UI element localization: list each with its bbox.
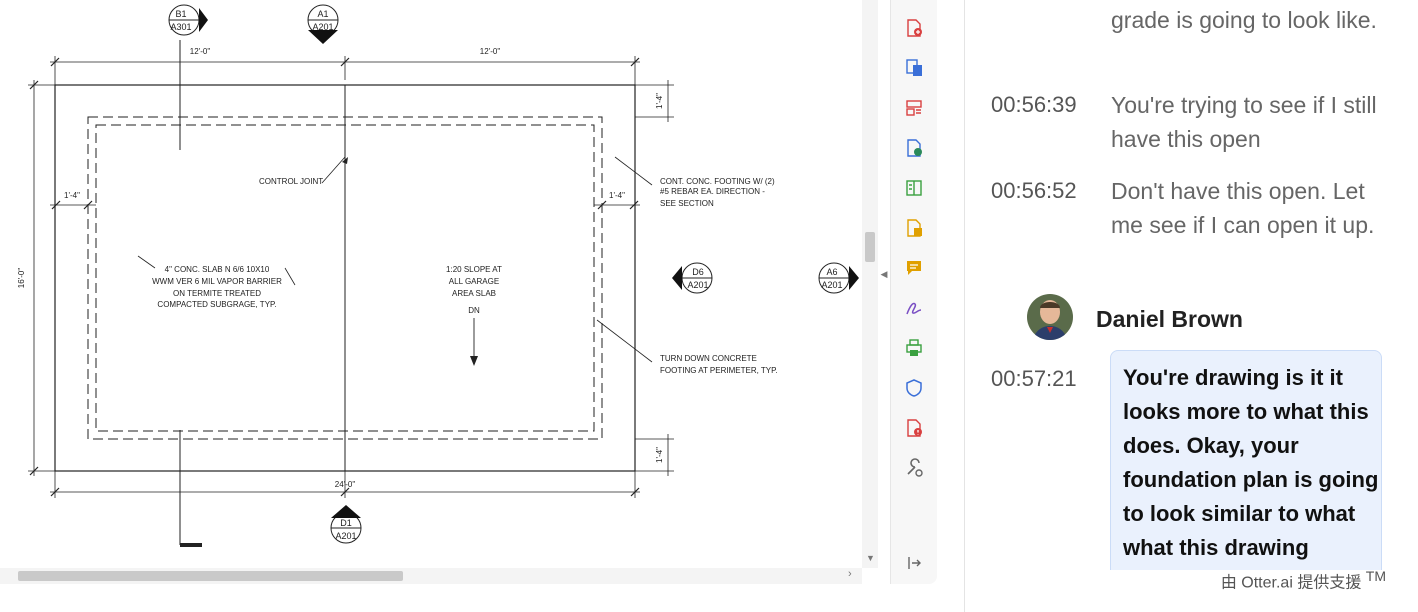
comment-icon[interactable] [904, 258, 924, 278]
more-tools-icon[interactable] [904, 458, 924, 478]
note-slab-line-3: ON TERMITE TREATED [173, 289, 261, 298]
timestamp[interactable]: 00:57:21 [991, 366, 1077, 391]
transcript-panel: grade is going to look like. 00:56:39 Yo… [965, 0, 1418, 570]
trademark-mark: TM [1365, 568, 1386, 584]
powered-by-otter[interactable]: 由 Otter.ai 提供支援 TM [1221, 568, 1386, 592]
speaker-name[interactable]: Daniel Brown [1096, 306, 1243, 332]
edit-pdf-icon[interactable] [904, 218, 924, 238]
scroll-right-icon[interactable]: › [848, 568, 852, 580]
panel-divider [964, 0, 965, 612]
marker-d6-top: D6 [692, 267, 704, 277]
note-footing-line-2: #5 REBAR EA. DIRECTION - [660, 187, 765, 196]
dim-side-right: 1'-4" [609, 191, 625, 200]
note-turndown-line-2: FOOTING AT PERIMETER, TYP. [660, 366, 778, 375]
timestamp[interactable]: 00:56:39 [991, 92, 1077, 117]
marker-d1-top: D1 [340, 518, 352, 528]
print-icon[interactable] [904, 338, 924, 358]
collapse-left-icon[interactable]: ◀ [880, 269, 888, 279]
protect-icon[interactable] [904, 378, 924, 398]
dim-bottom: 24'-0" [335, 480, 356, 489]
timestamp[interactable]: 00:56:52 [991, 178, 1077, 203]
fill-sign-icon[interactable] [904, 298, 924, 318]
marker-a1-top: A1 [317, 9, 328, 19]
dim-right-top: 1'-4" [655, 93, 664, 109]
note-slab-line-2: WWM VER 6 MIL VAPOR BARRIER [152, 277, 282, 286]
powered-by-text: 由 Otter.ai 提供支援 [1220, 574, 1362, 592]
note-control-joint: CONTROL JOINT [259, 177, 323, 186]
transcript-text: You're trying to see if I still have thi… [1111, 92, 1377, 152]
pdf-viewer[interactable]: B1 A301 A1 A201 D6 A201 A6 A201 D1 A201 … [0, 0, 862, 568]
collapse-panel-icon[interactable] [904, 553, 924, 573]
compress-icon[interactable] [904, 178, 924, 198]
dim-top-left: 12'-0" [190, 47, 211, 56]
marker-a1-bottom: A201 [312, 22, 333, 32]
note-slope-line-1: 1:20 SLOPE AT [446, 265, 502, 274]
marker-d1-bottom: A201 [335, 531, 356, 541]
note-slope-line-3: AREA SLAB [452, 289, 496, 298]
scroll-down-icon[interactable]: ▼ [866, 553, 875, 563]
dim-right-bottom: 1'-4" [655, 447, 664, 463]
transcript-text: Don't have this open. Let me see if I ca… [1111, 178, 1375, 238]
marker-a6-top: A6 [826, 267, 837, 277]
note-slab-line-1: 4" CONC. SLAB N 6/6 10X10 [165, 265, 270, 274]
dim-left: 16'-0" [17, 268, 26, 289]
highlighted-transcript-text: You're drawing is it it looks more to wh… [1123, 365, 1379, 560]
transcript-text-continued: grade is going to look like. [1111, 7, 1377, 33]
note-footing-line-3: SEE SECTION [660, 199, 714, 208]
share-pdf-icon[interactable] [904, 138, 924, 158]
note-slab-line-4: COMPACTED SUBGRAGE, TYP. [157, 300, 276, 309]
marker-b1-top: B1 [175, 9, 186, 19]
note-footing-line-1: CONT. CONC. FOOTING W/ (2) [660, 177, 775, 186]
horizontal-scrollbar-thumb[interactable] [18, 571, 403, 581]
marker-d6-bottom: A201 [687, 280, 708, 290]
horizontal-scrollbar[interactable]: › [0, 568, 862, 584]
note-slope-line-2: ALL GARAGE [449, 277, 499, 286]
marker-b1-bottom: A301 [170, 22, 191, 32]
marker-a6-bottom: A201 [821, 280, 842, 290]
organize-pages-icon[interactable] [904, 98, 924, 118]
create-pdf-icon[interactable] [904, 18, 924, 38]
vertical-scrollbar-thumb[interactable] [865, 232, 875, 262]
tools-sidebar [890, 0, 937, 584]
note-turndown-line-1: TURN DOWN CONCRETE [660, 354, 757, 363]
foundation-plan-drawing: B1 A301 A1 A201 D6 A201 A6 A201 D1 A201 … [17, 4, 859, 547]
redact-icon[interactable] [904, 418, 924, 438]
vertical-scrollbar[interactable]: ▼ [862, 0, 878, 568]
avatar [1027, 294, 1073, 340]
dim-top-right: 12'-0" [480, 47, 501, 56]
export-pdf-icon[interactable] [904, 58, 924, 78]
dim-side-left: 1'-4" [64, 191, 80, 200]
note-slope-dn: DN [468, 306, 480, 315]
highlighted-transcript-block[interactable]: You're drawing is it it looks more to wh… [1110, 350, 1382, 570]
